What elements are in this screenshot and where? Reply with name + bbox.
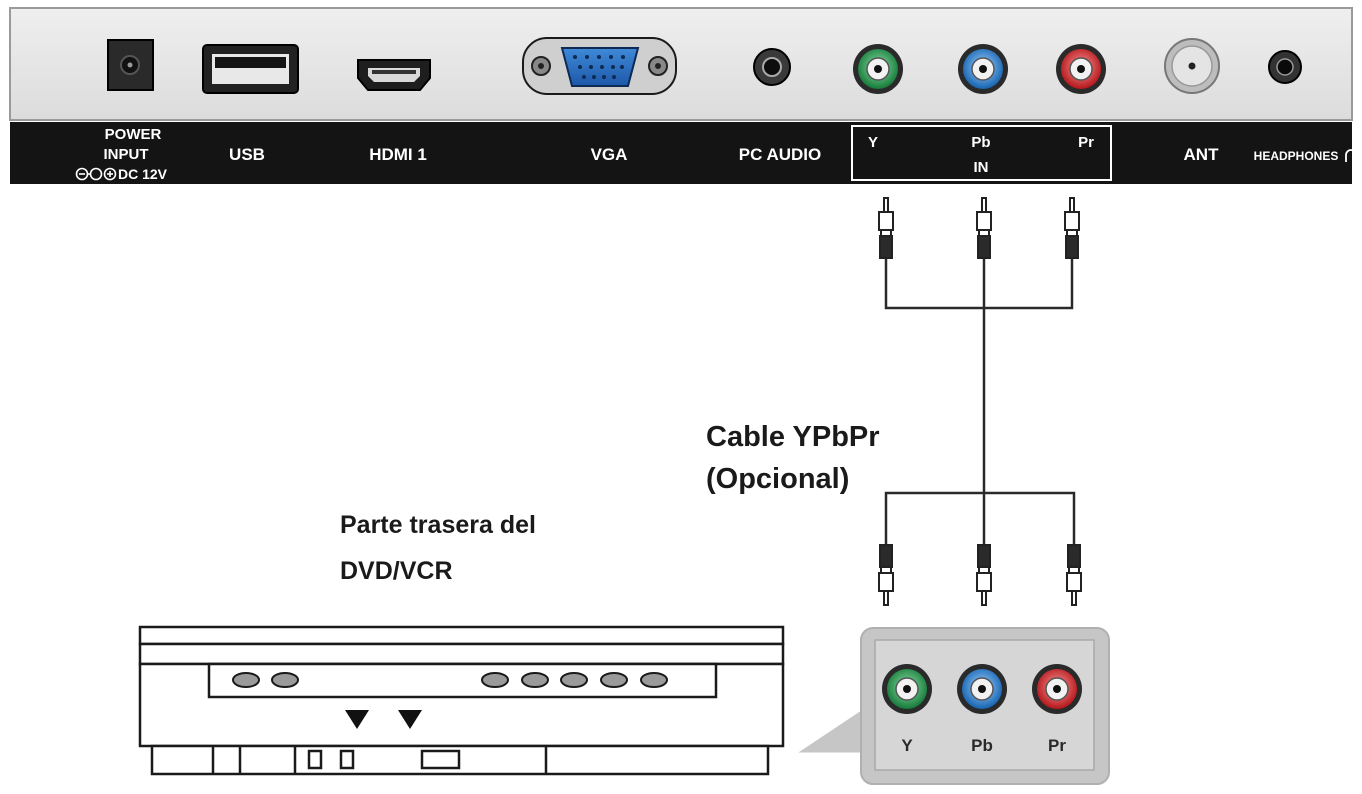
cable-optional-label: (Opcional) [706,463,849,495]
tv-pr-jack-icon [1056,44,1106,94]
rca-plug-top-pb-icon [976,197,992,259]
dvd-y-jack-icon [882,664,932,714]
device-model-label: DVD/VCR [340,557,453,585]
dvd-pr-jack-icon [1032,664,1082,714]
dvd-label-y: Y [901,736,913,755]
rca-plug-bottom-pr-icon [1066,544,1082,606]
rca-plug-bottom-pb-icon [976,544,992,606]
rca-plug-top-pr-icon [1064,197,1080,259]
device-buttons [232,672,668,688]
rca-plug-top-y-icon [878,197,894,259]
headphones-jack-icon [1268,50,1302,84]
vga-port-icon [522,37,677,95]
headphones-symbol-icon [1345,149,1357,162]
label-input: INPUT [104,146,149,163]
label-dc: DC 12V [118,166,168,182]
label-headphones: HEADPHONES [1254,149,1339,163]
pc-audio-jack-icon [753,48,791,86]
polarity-icon [75,167,117,181]
cable-label: Cable YPbPr [706,421,880,453]
label-pr: Pr [1078,134,1094,151]
label-in: IN [974,159,989,176]
device-label: Parte trasera del [340,511,536,539]
ypbpr-cable [884,258,1076,548]
usb-port-icon [202,44,299,94]
rca-plug-bottom-y-icon [878,544,894,606]
label-power: POWER [105,126,162,143]
eject-arrow-icon [398,710,422,729]
label-usb: USB [229,145,265,164]
dvd-label-pb: Pb [971,736,993,755]
power-jack-icon [107,39,154,91]
eject-arrow-icon [345,710,369,729]
label-vga: VGA [591,145,628,164]
label-ant: ANT [1184,145,1220,164]
tv-pb-jack-icon [958,44,1008,94]
label-y: Y [868,134,878,151]
component-in-frame [851,125,1112,181]
hdmi-port-icon [357,59,431,91]
label-pc-audio: PC AUDIO [739,145,822,164]
dvd-pb-jack-icon [957,664,1007,714]
antenna-jack-icon [1164,38,1220,94]
tv-back-panel [9,7,1353,184]
tv-y-jack-icon [853,44,903,94]
dvd-label-pr: Pr [1048,736,1066,755]
label-pb: Pb [971,134,990,151]
dvd-vcr-device [138,625,785,776]
label-hdmi: HDMI 1 [369,145,427,164]
